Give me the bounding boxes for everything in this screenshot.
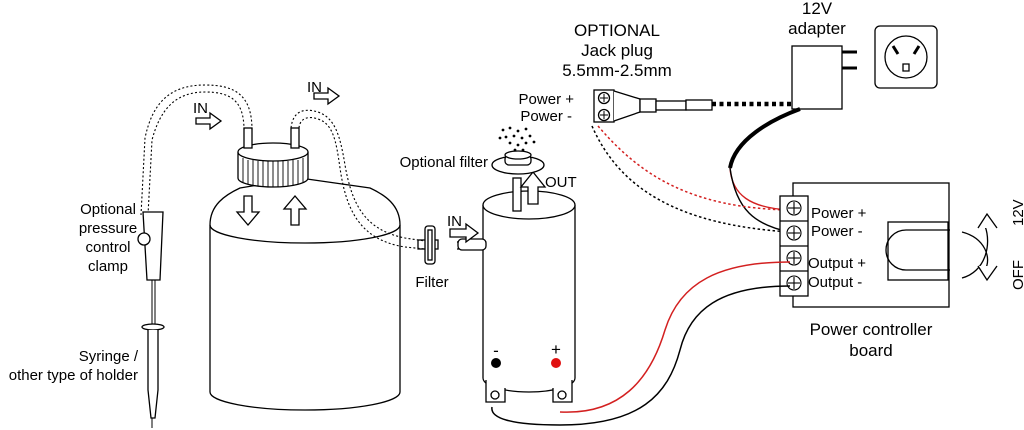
down-arrow-icon xyxy=(235,195,261,227)
cylinder-plus-label: + xyxy=(551,340,561,359)
bubbles xyxy=(498,126,536,152)
adapter-voltage-label: 12V xyxy=(802,0,833,18)
jack-black-wire xyxy=(591,125,791,233)
optional-filter-label: Optional filter xyxy=(400,154,488,171)
up-arrow-icon xyxy=(282,194,308,226)
clamp-label-4: clamp xyxy=(88,258,128,275)
toggle-switch[interactable] xyxy=(961,212,998,282)
board-title-line1: Power controller xyxy=(810,320,933,339)
board-power-plus-label: Power + xyxy=(811,205,867,222)
jack-plug xyxy=(593,89,713,123)
in-top-label: IN xyxy=(307,79,322,96)
holder-label-2: other type of holder xyxy=(9,367,138,384)
output-black-wire xyxy=(491,285,791,426)
switch-on-label: 12V xyxy=(1010,199,1024,226)
board-title-line2: board xyxy=(849,341,892,360)
jack-size-label: 5.5mm-2.5mm xyxy=(562,61,672,80)
holder-label-1: Syringe / xyxy=(79,348,139,365)
in-arrow-icon-left xyxy=(195,111,223,131)
in-mid-label: IN xyxy=(447,213,462,230)
filter-label: Filter xyxy=(415,274,448,291)
syringe-holder xyxy=(141,323,165,428)
out-arrow-icon xyxy=(519,170,547,205)
switch-off-label: OFF xyxy=(1010,260,1024,290)
board-output-minus-label: Output - xyxy=(808,274,862,291)
in-arrow-icon-top xyxy=(313,86,341,106)
optional-filter xyxy=(491,126,545,175)
inline-filter xyxy=(417,225,439,265)
clamp-label-1: Optional xyxy=(80,201,136,218)
in-left-label: IN xyxy=(193,100,208,117)
cylinder-vessel: - + xyxy=(457,177,576,403)
output-red-wire xyxy=(559,261,791,413)
cylinder-minus-label: - xyxy=(493,341,499,360)
pressure-clamp xyxy=(137,211,164,325)
adapter-cable-to-board xyxy=(728,107,801,169)
clamp-label-2: pressure xyxy=(79,220,137,237)
optional-heading: OPTIONAL xyxy=(574,21,660,40)
out-label: OUT xyxy=(545,174,577,191)
board-output-plus-label: Output + xyxy=(808,255,866,272)
tubing xyxy=(140,84,426,250)
jack-red-wire xyxy=(597,125,791,211)
adapter-label: adapter xyxy=(788,19,846,38)
power-controller-board: Power + Power - Output + Output - xyxy=(779,182,950,308)
jack-plug-label: Jack plug xyxy=(581,41,653,60)
power-adapter: 12V adapter xyxy=(788,0,857,110)
jack-power-minus-label: Power - xyxy=(520,108,572,125)
clamp-label-3: control xyxy=(85,239,130,256)
bottle xyxy=(209,127,401,411)
board-power-minus-label: Power - xyxy=(811,223,863,240)
terminal-screws xyxy=(786,200,802,291)
jack-power-plus-label: Power + xyxy=(519,91,575,108)
in-arrow-icon-mid xyxy=(449,222,480,244)
wall-outlet xyxy=(874,25,938,89)
